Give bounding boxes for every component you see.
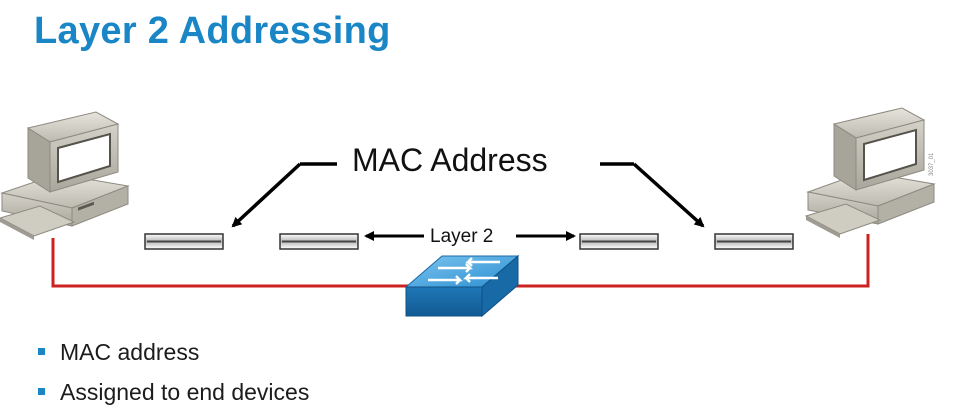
frame-bar-4	[714, 233, 794, 250]
frame-bar-2	[279, 233, 359, 250]
bullet-list: MAC address Assigned to end devices	[38, 332, 309, 412]
frame-bar-3	[579, 233, 659, 250]
pc-left-icon	[0, 111, 130, 240]
pc-right-icon	[804, 107, 936, 238]
link-line-right	[508, 234, 870, 288]
mac-arrow-left	[231, 162, 337, 228]
slide-code-label: 3037_01	[929, 152, 935, 176]
link-line-left	[51, 238, 418, 288]
layer2-label: Layer 2	[430, 226, 494, 247]
mac-address-label: MAC Address	[352, 142, 548, 178]
switch-icon	[404, 254, 520, 318]
mac-arrow-right	[600, 162, 705, 228]
frame-bar-1	[144, 233, 224, 250]
slide-title: Layer 2 Addressing	[34, 10, 391, 52]
bullet-item: MAC address	[38, 332, 309, 372]
bullet-item: Assigned to end devices	[38, 372, 309, 412]
